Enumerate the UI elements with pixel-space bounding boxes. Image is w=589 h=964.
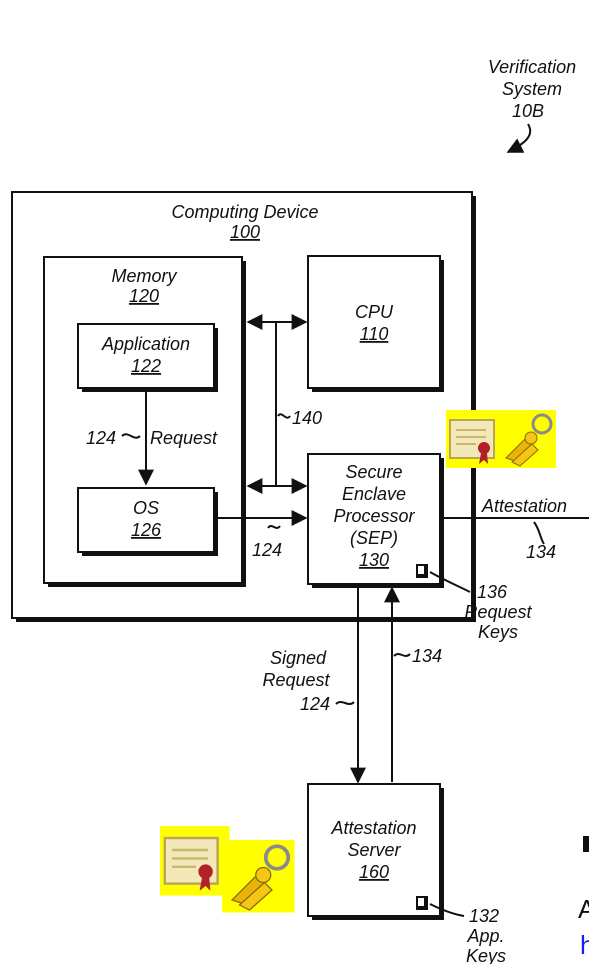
cpu-label: CPU xyxy=(355,302,394,322)
bus-ref-leader xyxy=(277,413,291,419)
edge-fragment-link[interactable]: h xyxy=(580,930,589,960)
cpu-ref: 110 xyxy=(360,324,389,344)
os-sep-ref-leader xyxy=(267,525,281,529)
sep-line3: Processor xyxy=(333,506,415,526)
application-label: Application xyxy=(101,334,190,354)
request-keys-ref: 136 xyxy=(477,582,508,602)
cpu-box xyxy=(307,255,441,389)
return-ref-leader xyxy=(393,653,411,657)
keys-icon-server xyxy=(220,838,297,915)
attestation-server-ref: 160 xyxy=(359,862,389,882)
attestation-server-box xyxy=(307,783,441,917)
application-box xyxy=(77,323,215,389)
memory-ref: 120 xyxy=(129,286,159,306)
attestation-ref: 134 xyxy=(526,542,556,562)
sep-line1: Secure xyxy=(345,462,402,482)
sep-line2: Enclave xyxy=(342,484,406,504)
edge-fragment-text: A xyxy=(578,894,589,924)
request-ref-leader xyxy=(121,433,141,439)
request-keys-store-inner xyxy=(418,566,424,574)
os-sep-ref: 124 xyxy=(252,540,282,560)
bus-ref: 140 xyxy=(292,408,322,428)
system-ref: 10B xyxy=(512,101,544,121)
attestation-server-line2: Server xyxy=(347,840,401,860)
request-ref: 124 xyxy=(86,428,116,448)
computing-device-label: Computing Device xyxy=(171,202,318,222)
app-keys-leader xyxy=(429,903,465,917)
certificate-icon-server xyxy=(158,824,231,897)
system-name-line2: System xyxy=(502,79,562,99)
memory-label: Memory xyxy=(111,266,177,286)
request-keys-leader xyxy=(429,571,471,593)
return-ref: 134 xyxy=(412,646,442,666)
request-label: Request xyxy=(150,428,218,448)
os-box xyxy=(77,487,215,553)
request-keys-line2: Keys xyxy=(478,622,518,642)
os-label: OS xyxy=(133,498,159,518)
keys-icon xyxy=(496,408,558,470)
signed-request-line1: Signed xyxy=(270,648,327,668)
application-ref: 122 xyxy=(131,356,161,376)
attestation-ref-leader xyxy=(533,521,545,545)
edge-fragment-mark xyxy=(583,836,589,852)
sep-ref: 130 xyxy=(359,550,389,570)
app-keys-ref: 132 xyxy=(469,906,499,926)
app-keys-store-inner xyxy=(418,898,424,906)
computing-device-ref: 100 xyxy=(230,222,260,242)
signed-request-ref-leader xyxy=(335,701,355,705)
request-keys-line1: Request xyxy=(464,602,532,622)
system-pointer-arrow xyxy=(506,123,532,153)
os-ref: 126 xyxy=(131,520,162,540)
app-keys-line2: Keys xyxy=(466,946,506,964)
app-keys-line1: App. xyxy=(466,926,504,946)
attestation-server-line1: Attestation xyxy=(330,818,416,838)
certificate-icon xyxy=(445,409,505,469)
signed-request-ref: 124 xyxy=(300,694,330,714)
attestation-label: Attestation xyxy=(481,496,567,516)
system-name-line1: Verification xyxy=(488,57,576,77)
sep-line4: (SEP) xyxy=(350,528,398,548)
signed-request-line2: Request xyxy=(262,670,330,690)
